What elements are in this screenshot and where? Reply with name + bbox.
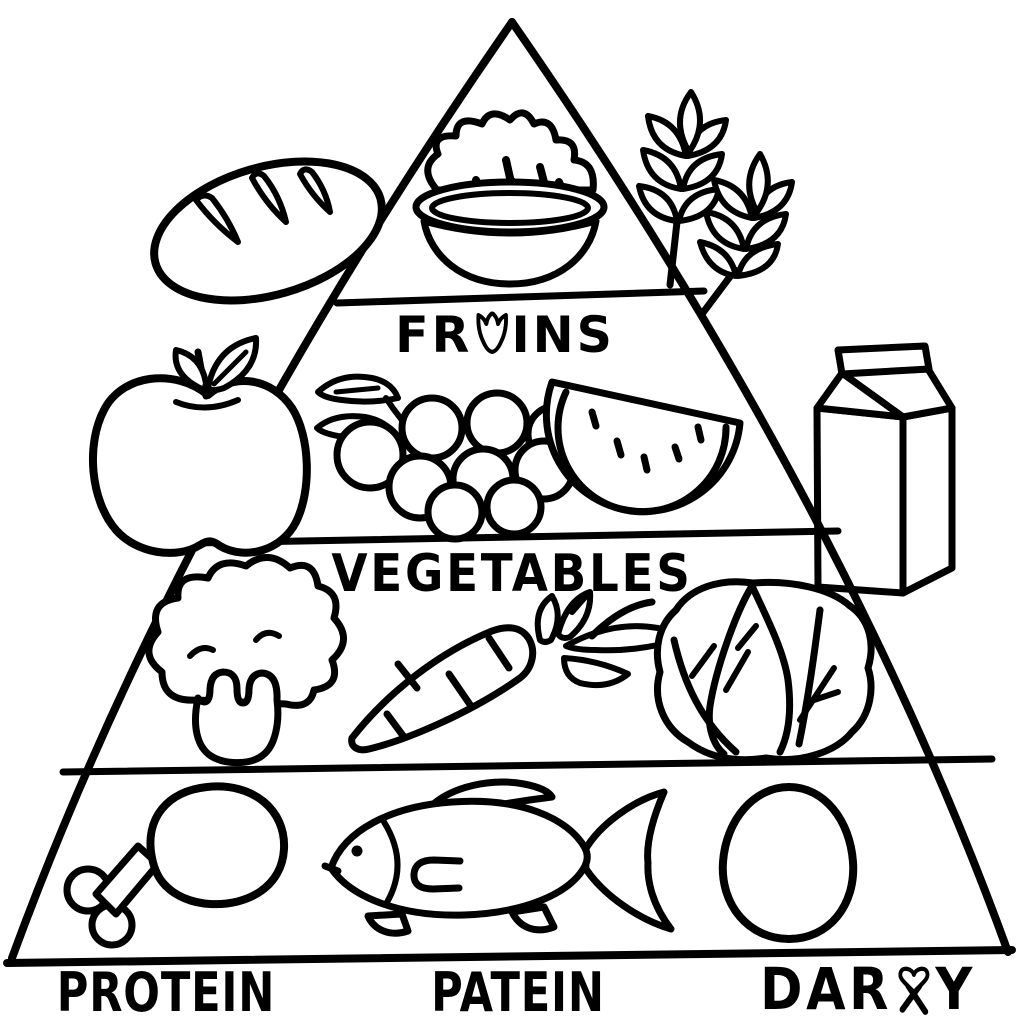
- fish: [321, 778, 675, 937]
- footer-label-protein: PROTEIN: [56, 961, 276, 1024]
- carrot: [348, 589, 681, 754]
- pyramid-base-line: [3, 946, 1016, 967]
- rice-mound: [424, 109, 597, 194]
- chicken-drumstick: [63, 782, 289, 949]
- watermelon-slice: [542, 378, 744, 516]
- cabbage: [653, 578, 875, 764]
- egg: [718, 783, 858, 943]
- apple: [88, 335, 311, 557]
- rice-bowl: [412, 109, 608, 288]
- fish-marking: [410, 856, 464, 893]
- bowl-rim-inner: [429, 190, 591, 226]
- cabbage-veins: [689, 623, 841, 723]
- watermelon-rind: [542, 378, 744, 516]
- crown-u-icon: [476, 311, 508, 354]
- heart-x-icon: [898, 966, 930, 1015]
- watermelon-seeds: [588, 408, 705, 474]
- carrot-leaf: [534, 593, 561, 645]
- fruits-label-before: FR: [395, 306, 473, 364]
- carrot-leaf: [561, 655, 631, 689]
- apple-body: [88, 374, 311, 557]
- broccoli: [145, 554, 347, 767]
- wheat-stalks: [636, 89, 795, 318]
- milk-carton: [813, 342, 956, 597]
- carrot-marks: [383, 634, 513, 741]
- footer-label-patein: PATEIN: [431, 961, 605, 1024]
- fruits-label-after: INS: [511, 306, 615, 364]
- watermelon-flesh: [554, 388, 730, 516]
- divider-line-3: [59, 755, 996, 776]
- divider-line-1: [333, 287, 708, 307]
- apple-leaf-small: [172, 347, 209, 393]
- broccoli-stem: [192, 668, 282, 767]
- dairy-label-before: DAR: [760, 955, 892, 1023]
- fish-fin: [364, 910, 412, 937]
- fish-eye: [351, 845, 363, 857]
- fish-fin: [508, 903, 558, 934]
- vegetables-section-label: VEGETABLES: [331, 544, 693, 604]
- carrot-body: [348, 624, 537, 754]
- bread-loaf: [150, 157, 386, 305]
- fish-tail: [581, 788, 675, 933]
- fish-mouth: [321, 862, 342, 875]
- fish-gill: [381, 819, 401, 907]
- pyramid-right-edge: [508, 18, 1012, 956]
- drumstick-meat: [146, 782, 289, 909]
- broccoli-head: [145, 554, 347, 709]
- dairy-label-after: Y: [935, 955, 976, 1023]
